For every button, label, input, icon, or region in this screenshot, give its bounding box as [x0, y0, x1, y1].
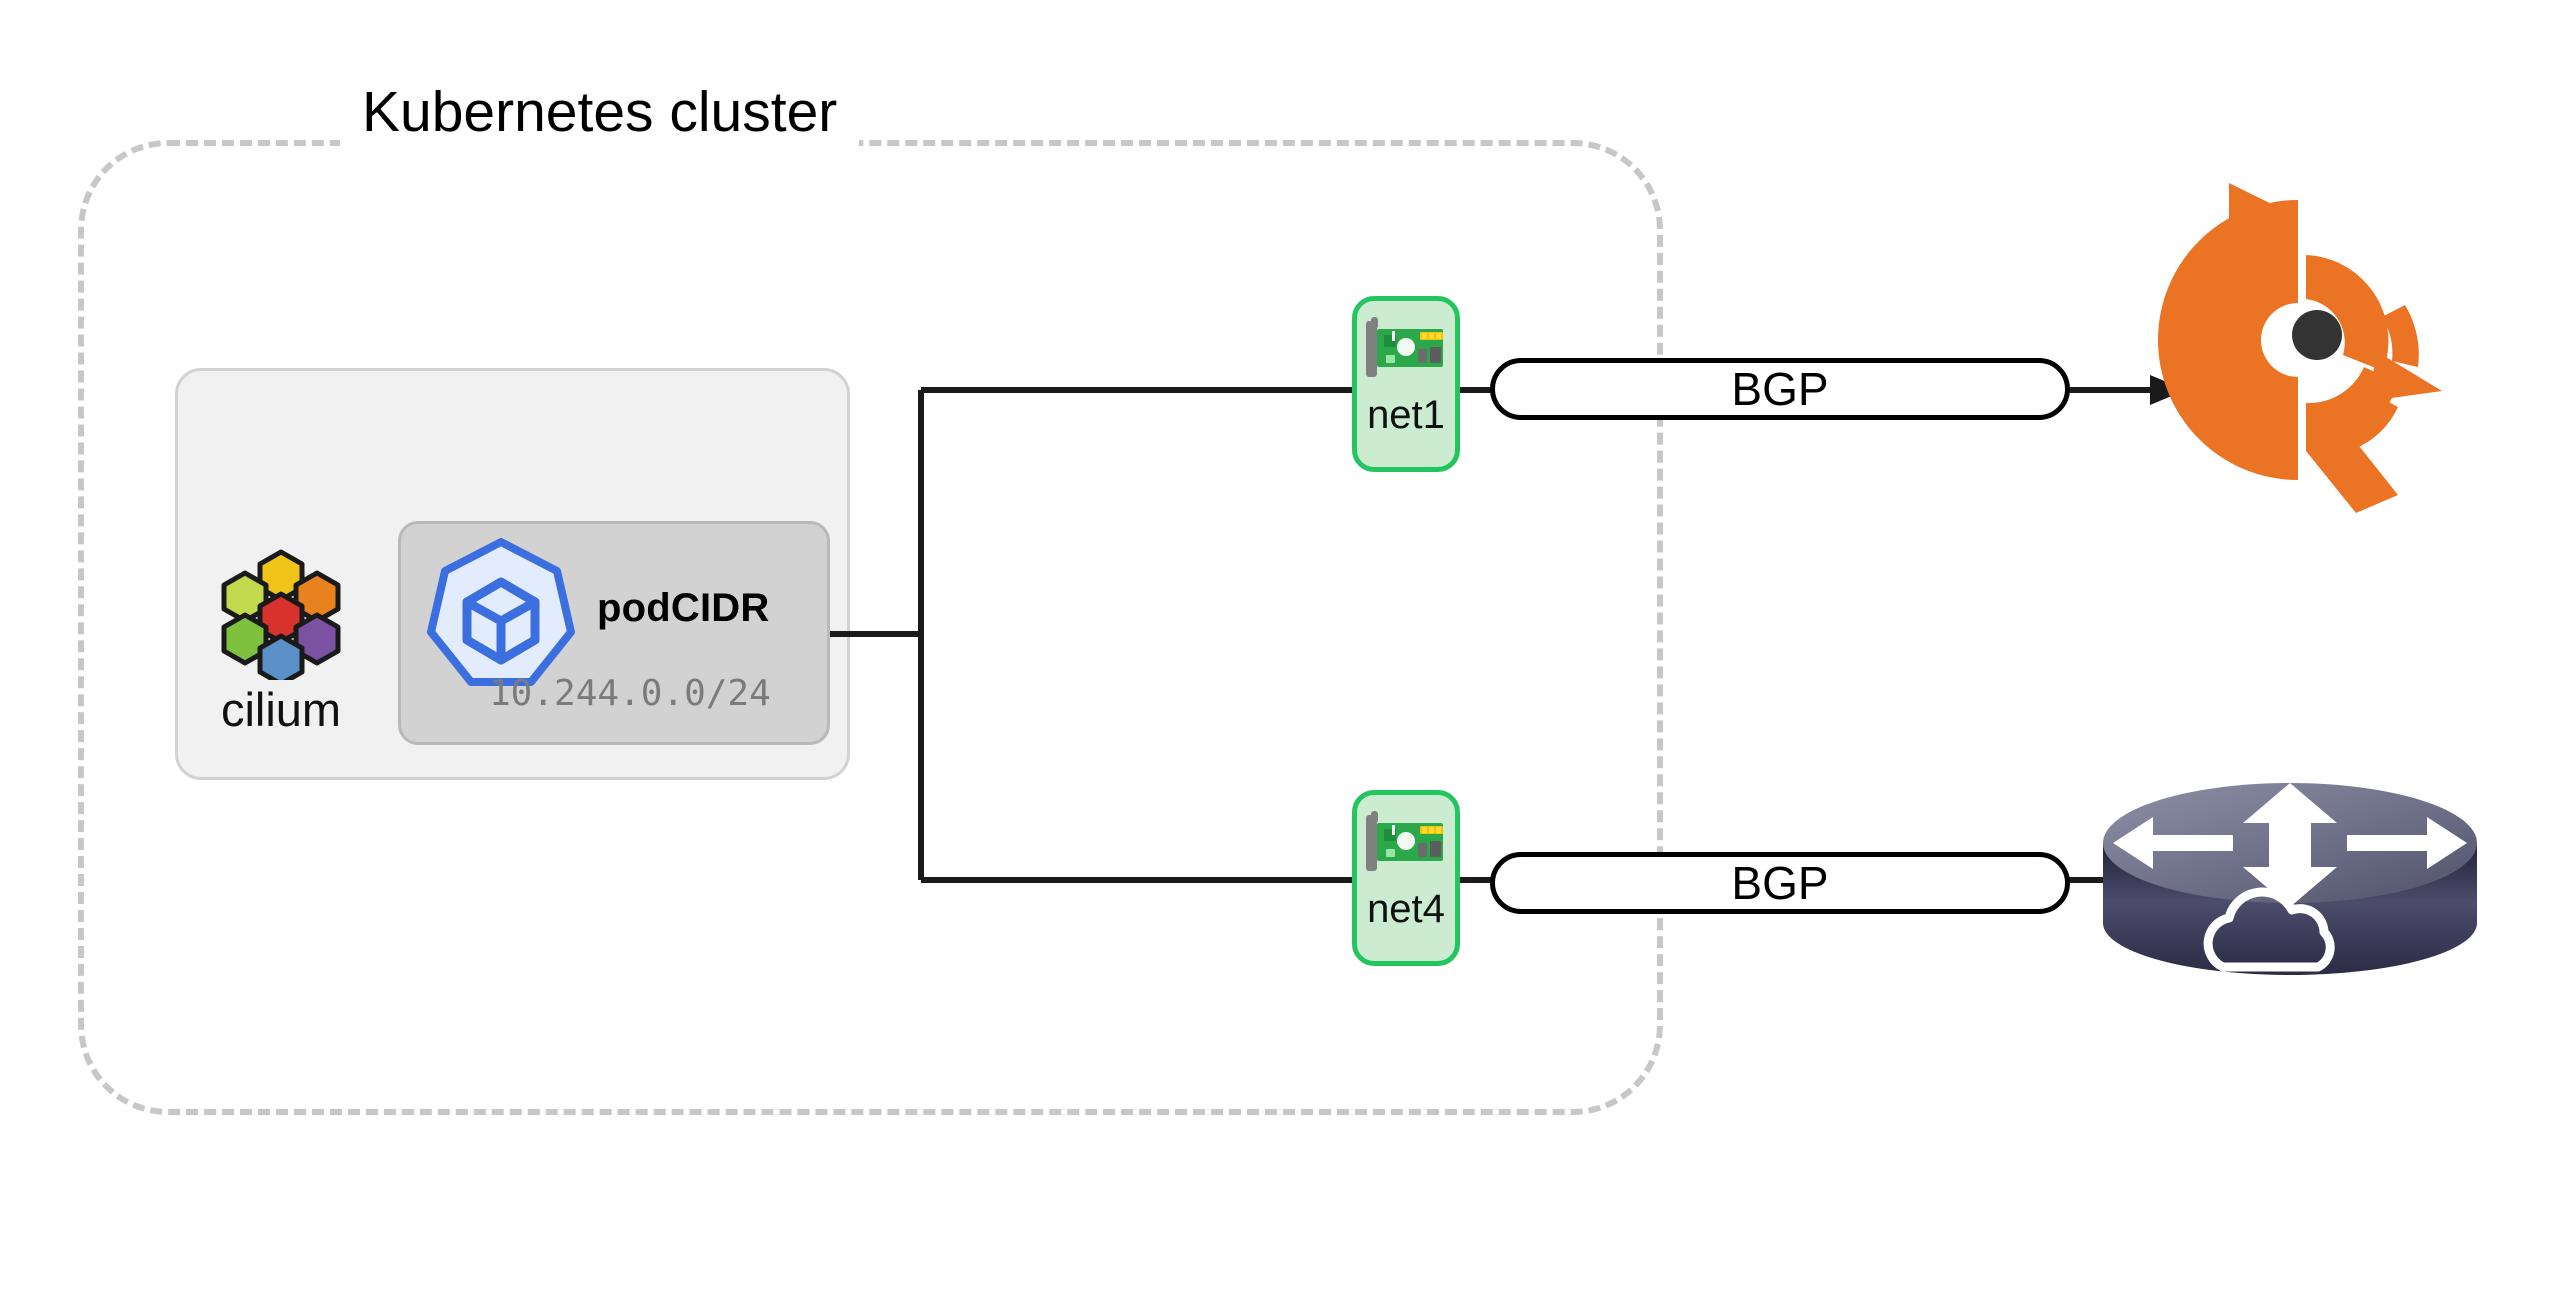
kubernetes-cluster-label: Kubernetes cluster: [340, 80, 860, 146]
bgp-link-label-top: BGP: [1490, 358, 2070, 420]
cilium-hexagon-logo-icon: [221, 549, 341, 680]
bgp-label: BGP: [1731, 363, 1829, 415]
cilium-label: cilium: [220, 683, 342, 736]
podcidr-label: podCIDR: [597, 586, 770, 630]
interface-node-net1[interactable]: net1: [1352, 296, 1460, 472]
frr-logo-icon: [2158, 183, 2442, 513]
network-interface-card-icon: [1366, 317, 1443, 377]
interface-node-net4[interactable]: net4: [1352, 790, 1460, 966]
bgp-label: BGP: [1731, 857, 1829, 909]
interface-label-net1: net1: [1367, 393, 1445, 437]
network-router-icon: [2103, 783, 2477, 975]
frr-eye-dot: [2292, 310, 2342, 360]
kubernetes-icon: [427, 538, 575, 686]
network-interface-card-icon: [1366, 811, 1443, 871]
podcidr-value: 10.244.0.0/24: [489, 673, 771, 714]
cilium-block: cilium: [196, 548, 366, 748]
podcidr-card: podCIDR 10.244.0.0/24: [398, 521, 830, 745]
interface-label-net4: net4: [1367, 887, 1445, 931]
bgp-link-label-bottom: BGP: [1490, 852, 2070, 914]
kubernetes-cluster-boundary: [78, 140, 1663, 1115]
